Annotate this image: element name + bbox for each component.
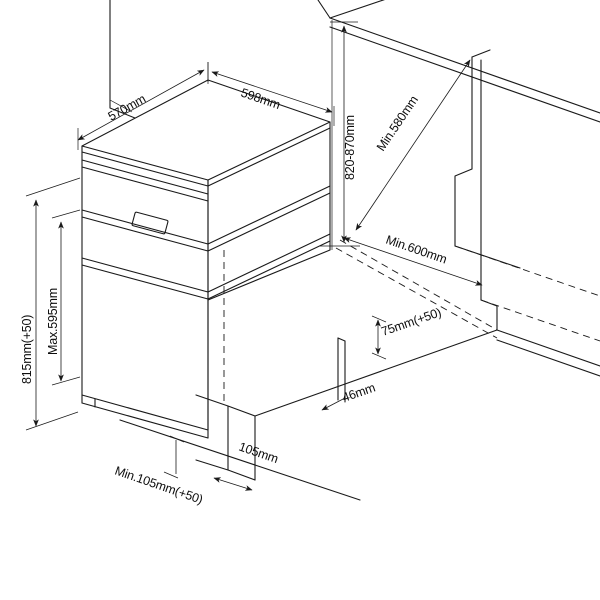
plinth-block <box>195 394 256 481</box>
dimension-recess-46: 46mm <box>321 381 377 411</box>
dimension-label-max-595mm: Max.595mm <box>46 288 60 355</box>
dimension-plinth-depth-105: 105mm <box>213 440 280 491</box>
dimension-label-105mm: 105mm <box>237 440 280 466</box>
dimension-total-height-815: 815mm(+50) <box>20 177 81 431</box>
dimension-plinth-height-75: 75mm(+50) <box>371 305 443 360</box>
floor-reference-lines <box>119 329 498 501</box>
dimension-label-815mm: 815mm(+50) <box>20 315 34 384</box>
cabinet-surround <box>109 0 600 377</box>
dimension-door-height-595: Max.595mm <box>46 209 81 386</box>
dimension-label-820-870mm: 820-870mm <box>343 115 357 180</box>
door-handle <box>131 211 169 235</box>
dimension-label-75mm: 75mm(+50) <box>379 305 443 339</box>
appliance-body <box>81 79 331 439</box>
dimension-worktop-height: 820-870mm <box>320 20 360 250</box>
dimension-label-min-600mm: Min.600mm <box>384 233 449 267</box>
dimension-label-min-105mm: Min.105mm(+50) <box>113 464 205 507</box>
cabinet-hidden-edges <box>335 239 600 342</box>
appliance-hidden-edges <box>207 250 225 430</box>
dimension-plinth-min-105: Min.105mm(+50) <box>113 435 205 507</box>
dimension-label-min-580mm: Min.580mm <box>374 93 421 153</box>
dimension-niche-depth-580: Min.580mm <box>355 59 471 231</box>
dimension-niche-width-600: Min.600mm <box>343 233 483 286</box>
